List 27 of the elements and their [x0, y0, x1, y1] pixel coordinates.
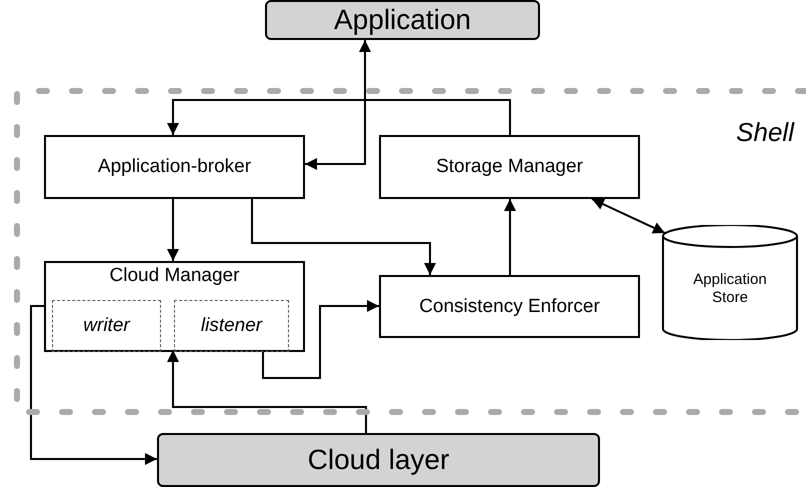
- process-box: [379, 275, 640, 338]
- node-label: Cloud Manager: [108, 265, 240, 287]
- arrow: [167, 99, 511, 135]
- node-label: Cloud layer: [306, 444, 450, 476]
- process-box: [379, 135, 640, 199]
- subcomponent-box: [52, 300, 161, 352]
- node-label: Consistency Enforcer: [418, 296, 601, 318]
- arrow: [251, 199, 436, 275]
- arrow: [167, 350, 367, 433]
- node-label: listener: [200, 315, 264, 337]
- component-box: [265, 0, 540, 40]
- node-label: Application-broker: [96, 156, 252, 178]
- arrow: [504, 199, 516, 275]
- node-label: Application Store: [692, 271, 768, 306]
- component-box: [44, 261, 305, 352]
- arrow: [305, 40, 371, 170]
- process-box: [44, 135, 305, 199]
- arrow: [30, 305, 157, 465]
- region-title: Shell: [735, 118, 794, 148]
- node-label: writer: [82, 315, 132, 337]
- component-box: [157, 433, 600, 487]
- node-label: Application: [333, 4, 472, 36]
- arrow: [592, 198, 666, 234]
- arrow: [262, 300, 379, 379]
- node-label: Storage Manager: [435, 156, 584, 178]
- subcomponent-box: [174, 300, 289, 352]
- arrow: [167, 199, 179, 261]
